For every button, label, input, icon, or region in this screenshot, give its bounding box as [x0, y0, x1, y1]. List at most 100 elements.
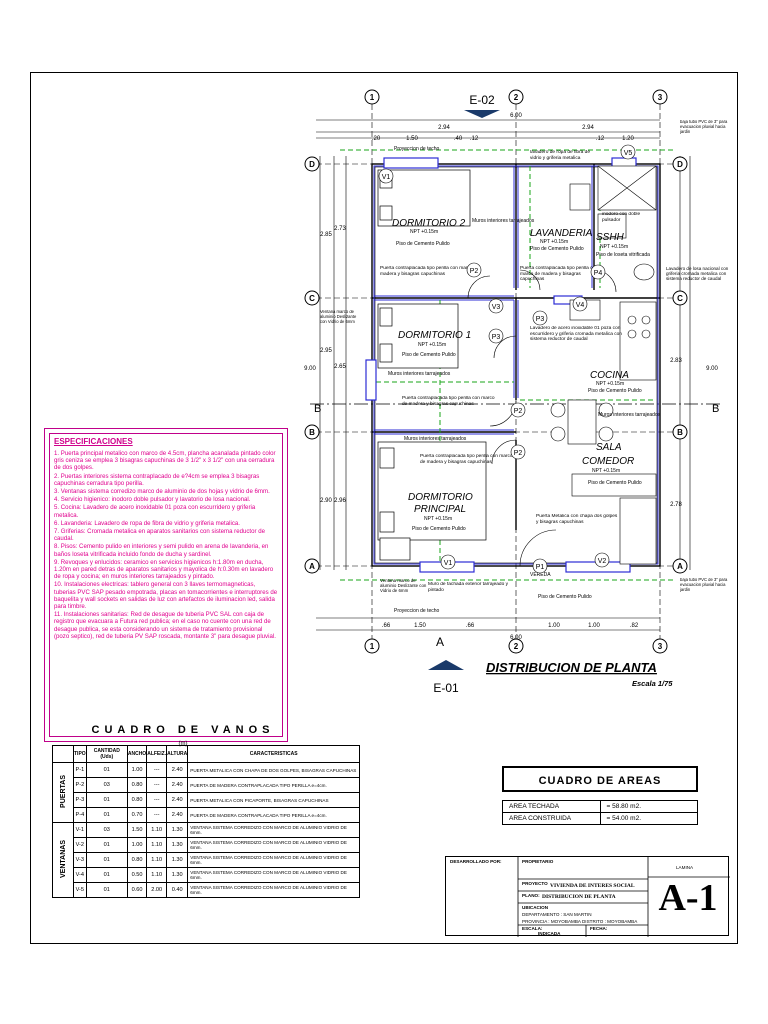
- note-muros-4: Muros interiores tarrajeados: [598, 412, 661, 418]
- vanos-header-tipo: TIPO: [73, 745, 87, 763]
- tag-v1-b: V1: [382, 174, 391, 181]
- note-proy-techo-top: Proyeccion de techo: [394, 146, 440, 152]
- axis-3-bottom: 3: [658, 642, 663, 651]
- tag-p3-a: P3: [492, 334, 501, 341]
- section-a-bottom: A: [436, 635, 444, 649]
- vanos-cell: ---: [146, 777, 168, 793]
- vanos-cell: 01: [85, 792, 128, 808]
- areas-value: = 54.00 m2.: [599, 813, 698, 824]
- note-bajada-top: baja tubo PVC de 3" para evacuacion pluv…: [680, 120, 728, 134]
- section-b-right: B: [712, 403, 719, 415]
- areas-value: = 58.80 m2.: [599, 801, 698, 812]
- vanos-cell: 0.80: [126, 777, 148, 793]
- note-inodoro: inodoro con doble pulsador: [602, 212, 641, 223]
- vanos-header-row: TIPO CANTIDAD (Uds) ANCHO ALFEIZ. ALTURA…: [52, 745, 360, 763]
- piso-d1: Piso de Cemento Pulido: [402, 352, 456, 358]
- tb-lamina-value: A-1: [658, 877, 718, 919]
- tag-p2-b: P2: [514, 450, 523, 457]
- vanos-group-cell: VENTANAS: [52, 822, 74, 898]
- tb-proyecto-label: PROYECTO: [522, 881, 548, 886]
- room-principal-1: DORMITORIO: [408, 492, 473, 503]
- title-block: DESARROLLADO POR: PROPIETARIO PROYECTO V…: [445, 856, 730, 937]
- dim-bottom-6: .82: [630, 623, 639, 629]
- vanos-cell: 01: [85, 852, 128, 868]
- vanos-cell: 2.40: [166, 777, 189, 793]
- tag-v4: V4: [576, 302, 585, 309]
- note-proy-techo-bottom: Proyeccion de techo: [394, 608, 440, 614]
- npt-cocina: NPT +0.15m: [596, 381, 624, 387]
- dim-bottom-total: 6.00: [510, 635, 522, 641]
- dim-top-part-2: 1.50: [406, 136, 418, 142]
- vanos-cell: ---: [146, 762, 168, 778]
- specifications-box: ESPECIFICACIONES 1. Puerta principal met…: [44, 428, 288, 742]
- note-muros-2: Muros interiores tarrajeados: [388, 371, 451, 377]
- piso-lav: Piso de Cemento Pulido: [530, 246, 584, 252]
- tag-v1-a: V1: [444, 560, 453, 567]
- tb-fecha-label: FECHA:: [590, 926, 608, 931]
- dim-left-2: 2.73: [334, 226, 346, 232]
- tag-p1: P1: [536, 564, 545, 571]
- vanos-cell: PUERTA METALICA CON PICAPORTE, BISAGRAS …: [187, 792, 360, 808]
- npt-dp: NPT +0.15m: [424, 516, 452, 522]
- vanos-cell: P-3: [73, 792, 87, 808]
- elevation-bottom-label: E-01: [433, 681, 459, 695]
- vanos-cell: 2.40: [166, 807, 189, 823]
- vanos-group-label: PUERTAS: [59, 775, 67, 808]
- dining-table: [567, 399, 597, 445]
- room-dormitorio-2: DORMITORIO 2: [392, 218, 466, 229]
- vanos-unit: (m): [178, 741, 188, 747]
- vanos-cell: VENTANA SISTEMA CORREDIZO CON MARCO DE A…: [187, 882, 360, 898]
- dim-right-2: 2.78: [670, 502, 682, 508]
- note-puerta-1: Puerta contraplacada tipo perilla con ma…: [380, 266, 480, 277]
- note-lavadero-losa: Lavadero de losa nacional con griferia c…: [666, 266, 729, 282]
- dim-left-3: 2.95: [320, 348, 332, 354]
- vanos-cell: 01: [85, 807, 128, 823]
- vanos-cell: P-4: [73, 807, 87, 823]
- dim-left-1: 2.85: [320, 232, 332, 238]
- areas-table: CUADRO DE AREAS AREA TECHADA = 58.80 m2.…: [502, 766, 698, 825]
- dim-left-4: 2.65: [334, 364, 346, 370]
- dim-left-6: 2.96: [334, 498, 346, 504]
- vanos-cell: 01: [85, 867, 128, 883]
- npt-sala: NPT +0.15m: [592, 468, 620, 474]
- vanos-cell: V-5: [73, 882, 87, 898]
- axis-d-left: D: [309, 160, 315, 169]
- room-cocina: COCINA: [590, 370, 629, 381]
- spec-item: 4. Servicio higienico: inodoro doble pul…: [54, 496, 251, 504]
- spec-item: 3. Ventanas sistema corredizo marco de a…: [54, 488, 270, 496]
- vanos-cell: VENTANA SISTEMA CORREDIZO CON MARCO DE A…: [187, 822, 360, 838]
- vanos-cell: V-4: [73, 867, 87, 883]
- dim-left-5: 2.90: [320, 498, 332, 504]
- specifications-list: 1. Puerta principal metalico con marco d…: [54, 450, 278, 640]
- piso-cocina: Piso de Cemento Pulido: [588, 388, 642, 394]
- areas-title: CUADRO DE AREAS: [502, 766, 698, 792]
- areas-row: AREA TECHADA = 58.80 m2.: [502, 800, 698, 813]
- axis-3-top: 3: [658, 93, 663, 102]
- vanos-cell: VENTANA SISTEMA CORREDIZO CON MARCO DE A…: [187, 837, 360, 853]
- spec-item: 6. Lavanderia: Lavadero de ropa de fibra…: [54, 519, 240, 527]
- spec-item: 5. Cocina: Lavadero de acero inoxidable …: [54, 504, 256, 519]
- room-sshh: SSHH: [596, 232, 625, 243]
- vanos-cell: P-2: [73, 777, 87, 793]
- tag-p3-b: P3: [536, 316, 545, 323]
- dim-top-part-4: .12: [470, 136, 479, 142]
- spec-item: 8. Pisos: Cemento pulido en interiores y…: [54, 543, 269, 558]
- dim-top-part-6: 1.20: [622, 136, 634, 142]
- room-comedor: COMEDOR: [582, 456, 634, 467]
- axis-1-bottom: 1: [370, 642, 375, 651]
- vanos-header-cantidad: CANTIDAD (Uds): [85, 745, 128, 763]
- note-muro-fachada: Muro de fachada exterior tarrajeado y pi…: [428, 582, 508, 593]
- npt-d2: NPT +0.15m: [410, 229, 438, 235]
- window-v1-top: [383, 157, 439, 169]
- bed-dormitorio-2: [377, 169, 471, 227]
- tb-plano-value: DISTRIBUCION DE PLANTA: [542, 894, 616, 900]
- tb-propietario-label: PROPIETARIO: [522, 859, 554, 864]
- dim-top-a: 2.94: [438, 125, 450, 131]
- note-vereda: VEREDA: [530, 572, 551, 578]
- vanos-cell: 2.00: [146, 882, 168, 898]
- axis-a-right: A: [677, 562, 683, 571]
